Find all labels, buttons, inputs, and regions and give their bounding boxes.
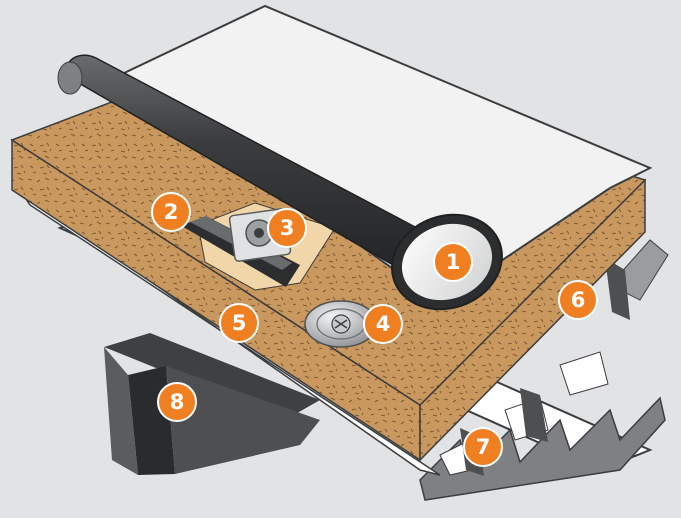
callout-badge-icon (219, 303, 259, 343)
callout-3-fastener-plate: 3 (267, 208, 307, 248)
callout-5-insulation-board: 5 (219, 303, 259, 343)
membrane-roll (57, 54, 503, 311)
callout-badge-icon (363, 304, 403, 344)
callout-8-steel-joist: 8 (157, 382, 197, 422)
callout-badge-icon (151, 192, 191, 232)
callout-badge-icon (463, 427, 503, 467)
callout-badge-icon (267, 208, 307, 248)
callout-number: 4 (375, 312, 391, 336)
insulation-fastener-plate (304, 300, 378, 348)
callout-number: 7 (475, 435, 491, 459)
callout-2-seam-strip: 2 (151, 192, 191, 232)
callout-4-insulation-plate: 4 (363, 304, 403, 344)
callout-number: 5 (231, 311, 247, 335)
callout-number: 3 (279, 216, 295, 240)
callout-badge-icon (157, 382, 197, 422)
callout-number: 2 (163, 200, 179, 224)
callout-badge-icon (433, 242, 473, 282)
callout-number: 1 (445, 250, 461, 274)
callout-1-membrane-roll: 1 (433, 242, 473, 282)
steel-joist (104, 333, 320, 475)
callout-badge-icon (558, 280, 598, 320)
callout-number: 8 (169, 390, 185, 414)
callout-7-steel-deck: 7 (463, 427, 503, 467)
callout-number: 6 (570, 288, 586, 312)
callout-6-insulation-edge: 6 (558, 280, 598, 320)
